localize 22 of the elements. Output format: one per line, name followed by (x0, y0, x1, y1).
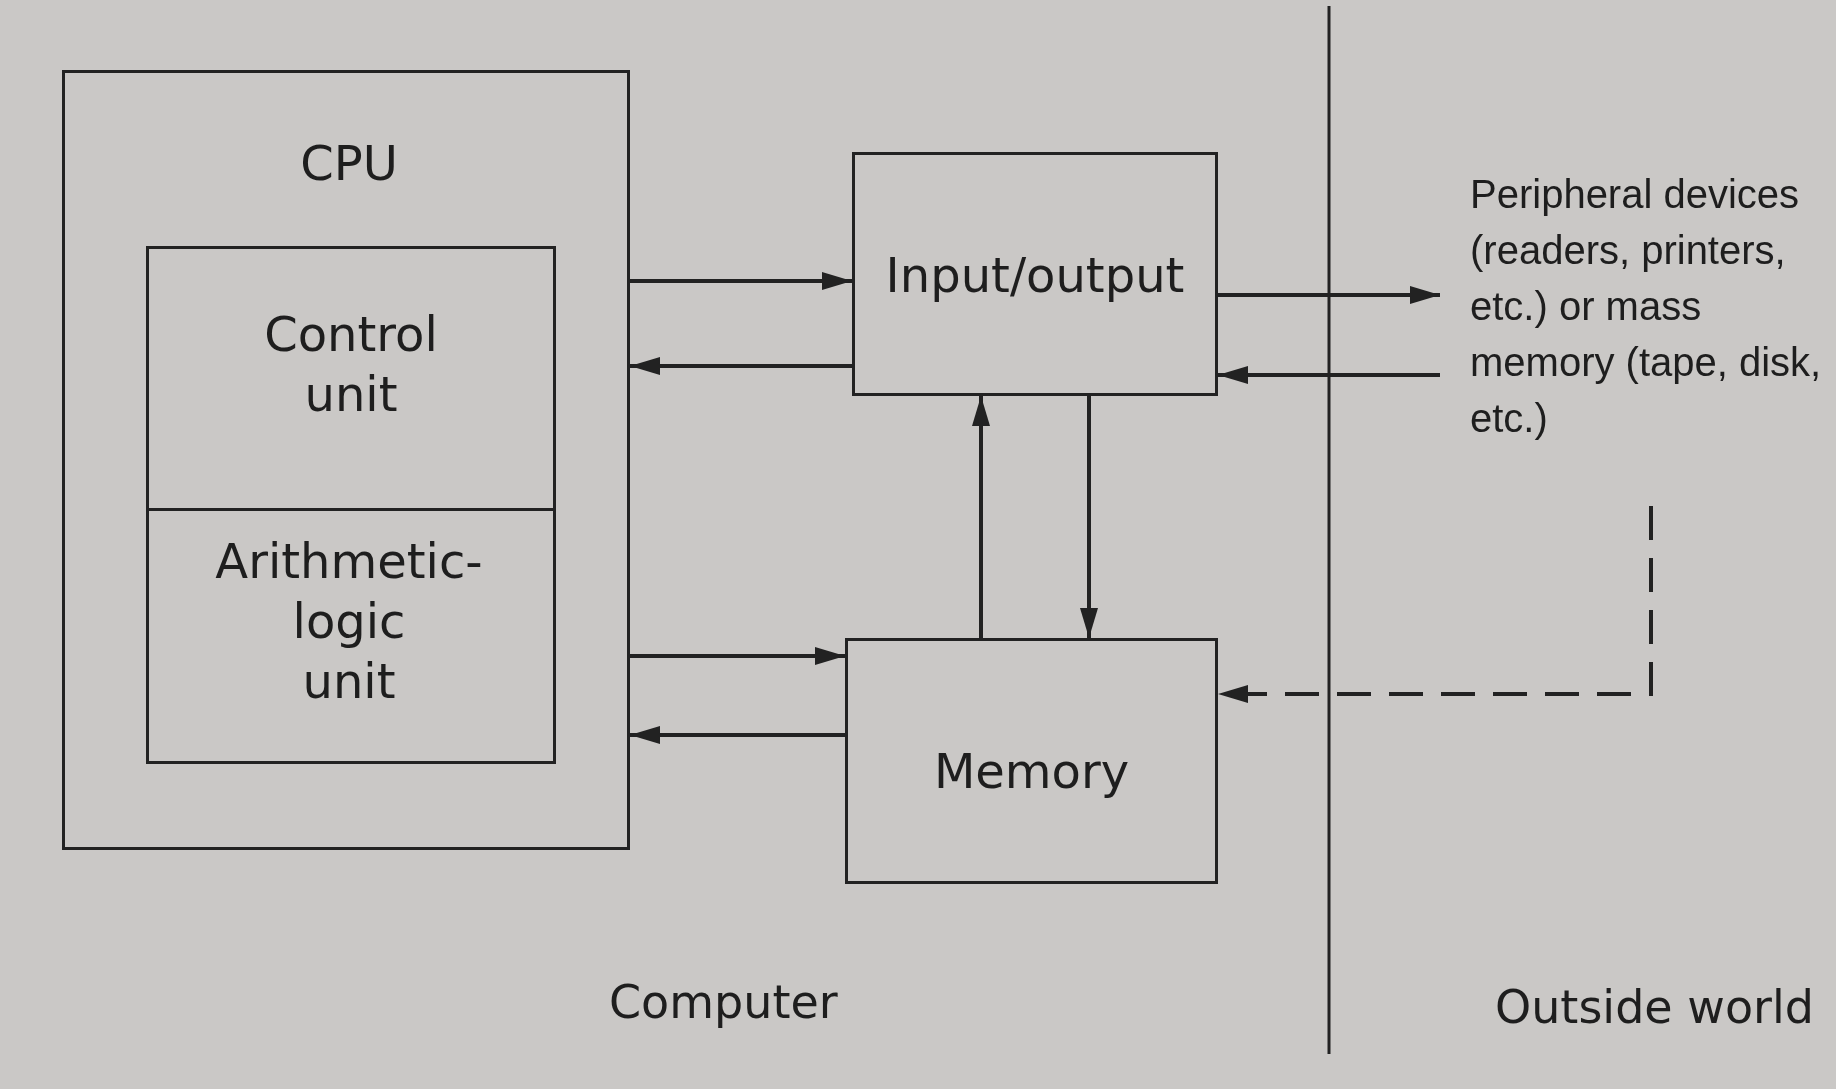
box-label: Arithmetic-logic unit (214, 532, 484, 711)
dashed-arrow (1218, 506, 1653, 703)
peripheral-text: Peripheral devices (readers, printers, etc.) or mass memory (tape, disk, etc.) (1470, 171, 1823, 442)
process-box (146, 508, 556, 764)
arrow (630, 726, 845, 744)
arrow (1218, 366, 1440, 384)
arrow (1080, 396, 1098, 638)
process-box (852, 152, 1218, 396)
arrow (1218, 286, 1440, 304)
box-label: Control unit (263, 305, 439, 424)
arrow (630, 272, 852, 290)
process-box (845, 638, 1218, 884)
arrow (630, 357, 852, 375)
region-label: Outside world (1495, 980, 1814, 1034)
region-label: Computer (609, 975, 838, 1029)
cpu-box (62, 70, 630, 850)
box-label: Memory (932, 742, 1131, 801)
process-box (146, 246, 556, 511)
box-label: CPU (299, 134, 399, 193)
box-label: Input/output (884, 246, 1186, 305)
arrow (630, 647, 845, 665)
arrow (972, 396, 990, 638)
